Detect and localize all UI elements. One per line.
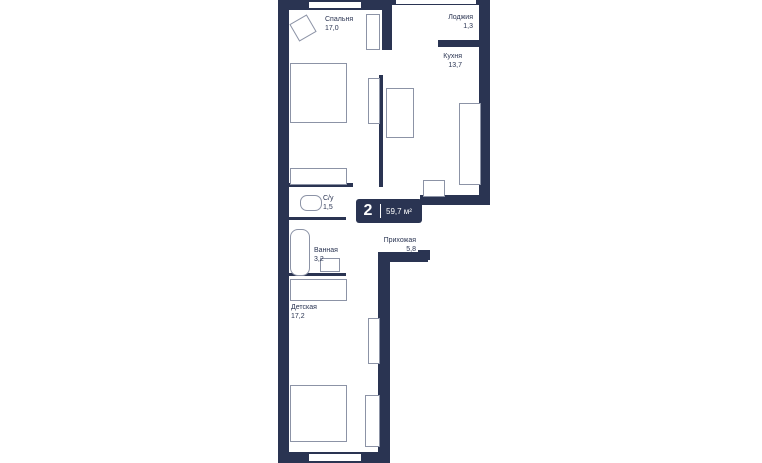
wall-bedroom-bottom	[278, 183, 353, 187]
bed-kids	[290, 385, 347, 442]
wall-bath-bottom	[278, 273, 346, 276]
wall-right-kitchen	[479, 0, 490, 205]
sink	[320, 258, 340, 272]
room-name: Лоджия	[448, 14, 473, 21]
apartment-badge: 2 59,7 м²	[356, 199, 422, 223]
room-area: 13,7	[448, 62, 462, 69]
room-name: С/у	[323, 195, 334, 202]
wall-loggia-bottom	[438, 40, 483, 47]
tv-stand-bedroom	[368, 78, 380, 124]
kitchen-fridge	[423, 180, 445, 197]
room-name: Ванная	[314, 247, 338, 254]
wardrobe-bedroom	[290, 168, 347, 185]
toilet	[300, 195, 322, 211]
total-area: 59,7 м²	[386, 206, 412, 216]
room-name: Детская	[291, 304, 317, 311]
bathtub	[290, 229, 310, 276]
room-label-bathroom: Ванная 3,2	[314, 246, 338, 264]
dining-table	[386, 88, 414, 138]
wall-hall-corner	[378, 252, 428, 262]
room-area: 1,5	[323, 204, 333, 211]
room-label-kids: Детская 17,2	[291, 303, 317, 321]
window-loggia	[395, 0, 477, 4]
room-area: 17,2	[291, 313, 305, 320]
room-label-loggia: Лоджия 1,3	[430, 13, 473, 31]
room-name: Спальня	[325, 16, 354, 23]
window-bedroom	[308, 2, 362, 8]
room-area: 5,8	[406, 246, 416, 253]
wall-kitchen-bottom	[420, 195, 490, 205]
wall-kitchen-left-top	[382, 0, 392, 50]
room-label-bedroom: Спальня 17,0	[325, 15, 353, 33]
armchair-bedroom	[289, 14, 317, 42]
wall-partition-bedroom-kitchen	[379, 75, 383, 187]
desk-bedroom	[366, 14, 380, 50]
room-label-kitchen: Кухня 13,7	[420, 52, 462, 70]
wall-kids-right	[378, 252, 390, 463]
badge-divider	[380, 204, 381, 218]
window-kids	[308, 454, 362, 461]
kitchen-counter	[459, 103, 481, 185]
room-label-wc: С/у 1,5	[323, 194, 334, 212]
room-name: Кухня	[443, 53, 462, 60]
desk-kids	[365, 395, 380, 447]
room-name: Прихожая	[383, 237, 416, 244]
bed-bedroom	[290, 63, 347, 123]
room-area: 17,0	[325, 25, 339, 32]
wall-left	[278, 0, 289, 463]
room-area: 1,3	[463, 23, 473, 30]
room-area: 3,2	[314, 256, 324, 263]
wall-wc-bottom	[278, 217, 346, 220]
wardrobe-kids	[290, 279, 347, 301]
tv-stand-kids	[368, 318, 380, 364]
room-label-hallway: Прихожая 5,8	[378, 236, 416, 254]
room-count: 2	[363, 202, 373, 219]
